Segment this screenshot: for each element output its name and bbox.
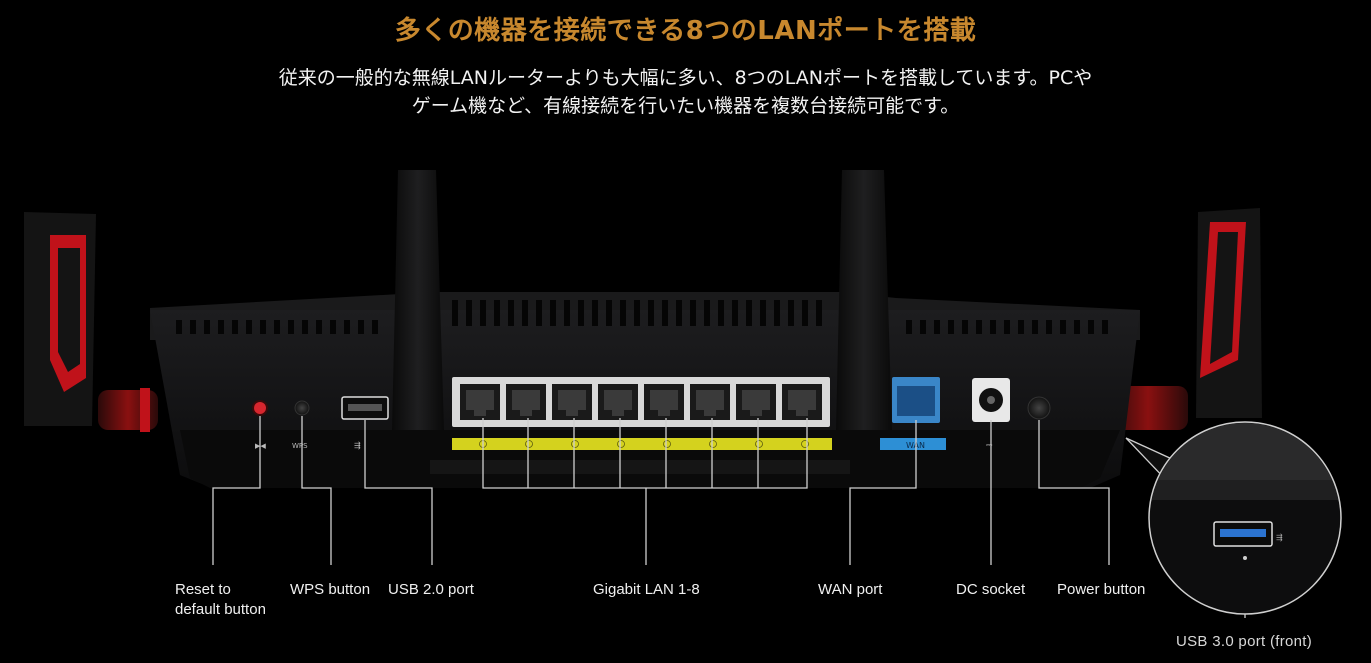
- lan-number-marker-5: [617, 440, 625, 448]
- lan-port-4: [644, 384, 684, 420]
- label-usb3: USB 3.0 port (front): [1176, 633, 1313, 650]
- lan-port-3: [690, 384, 730, 420]
- lan-number-marker-3: [709, 440, 717, 448]
- wan-port-block: WAN: [880, 377, 946, 450]
- wan-blue-strip: [880, 438, 946, 450]
- usb3-magnifier: ⇶: [1125, 421, 1342, 615]
- reset-button-hole: [252, 400, 268, 416]
- panel-usb-icon: ⇶: [354, 441, 361, 450]
- page-heading: 多くの機器を接続できる8つのLANポートを搭載: [394, 16, 977, 46]
- label-usb2: USB 2.0 port: [388, 581, 474, 598]
- right-controls: ⎓: [972, 378, 1051, 449]
- lan-port-8: [460, 384, 500, 420]
- lan-number-marker-1: [801, 440, 809, 448]
- panel-dc-icon: ⎓: [986, 440, 993, 449]
- lan-port-block: [452, 377, 832, 450]
- page-description: 従来の一般的な無線LANルーターよりも大幅に多い、8つのLANポートを搭載してい…: [0, 64, 1371, 120]
- lan-yellow-strip: [452, 438, 832, 450]
- lan-port-1: [782, 384, 822, 420]
- lan-number-marker-2: [755, 440, 763, 448]
- lan-port-6: [552, 384, 592, 420]
- svg-text:⇶: ⇶: [1276, 533, 1283, 542]
- label-dc: DC socket: [956, 581, 1026, 598]
- label-reset-line-1: Reset to: [175, 581, 231, 598]
- description-line-1: 従来の一般的な無線LANルーターよりも大幅に多い、8つのLANポートを搭載してい…: [278, 67, 1093, 89]
- lan-number-marker-6: [571, 440, 579, 448]
- panel-reset-icon: ▶◀: [255, 442, 266, 450]
- label-power: Power button: [1057, 581, 1146, 598]
- lan-port-5: [598, 384, 638, 420]
- lan-number-marker-7: [525, 440, 533, 448]
- label-wps: WPS button: [290, 581, 371, 598]
- rear-antennas: [392, 170, 892, 430]
- lan-port-2: [736, 384, 776, 420]
- wps-button-body: [294, 400, 310, 416]
- lan-number-marker-4: [663, 440, 671, 448]
- label-lan: Gigabit LAN 1-8: [593, 581, 700, 598]
- lan-port-7: [506, 384, 546, 420]
- label-reset: Reset to default button: [175, 580, 266, 620]
- panel-wps-label: WPS: [292, 442, 308, 450]
- label-reset-line-2: default button: [175, 601, 266, 618]
- left-controls: ▶◀ WPS ⇶: [252, 396, 389, 450]
- description-line-2: ゲーム機など、有線接続を行いたい機器を複数台接続可能です。: [411, 95, 960, 117]
- power-button-body: [1027, 396, 1051, 420]
- left-side-antenna: [24, 212, 158, 432]
- label-wan: WAN port: [818, 581, 883, 598]
